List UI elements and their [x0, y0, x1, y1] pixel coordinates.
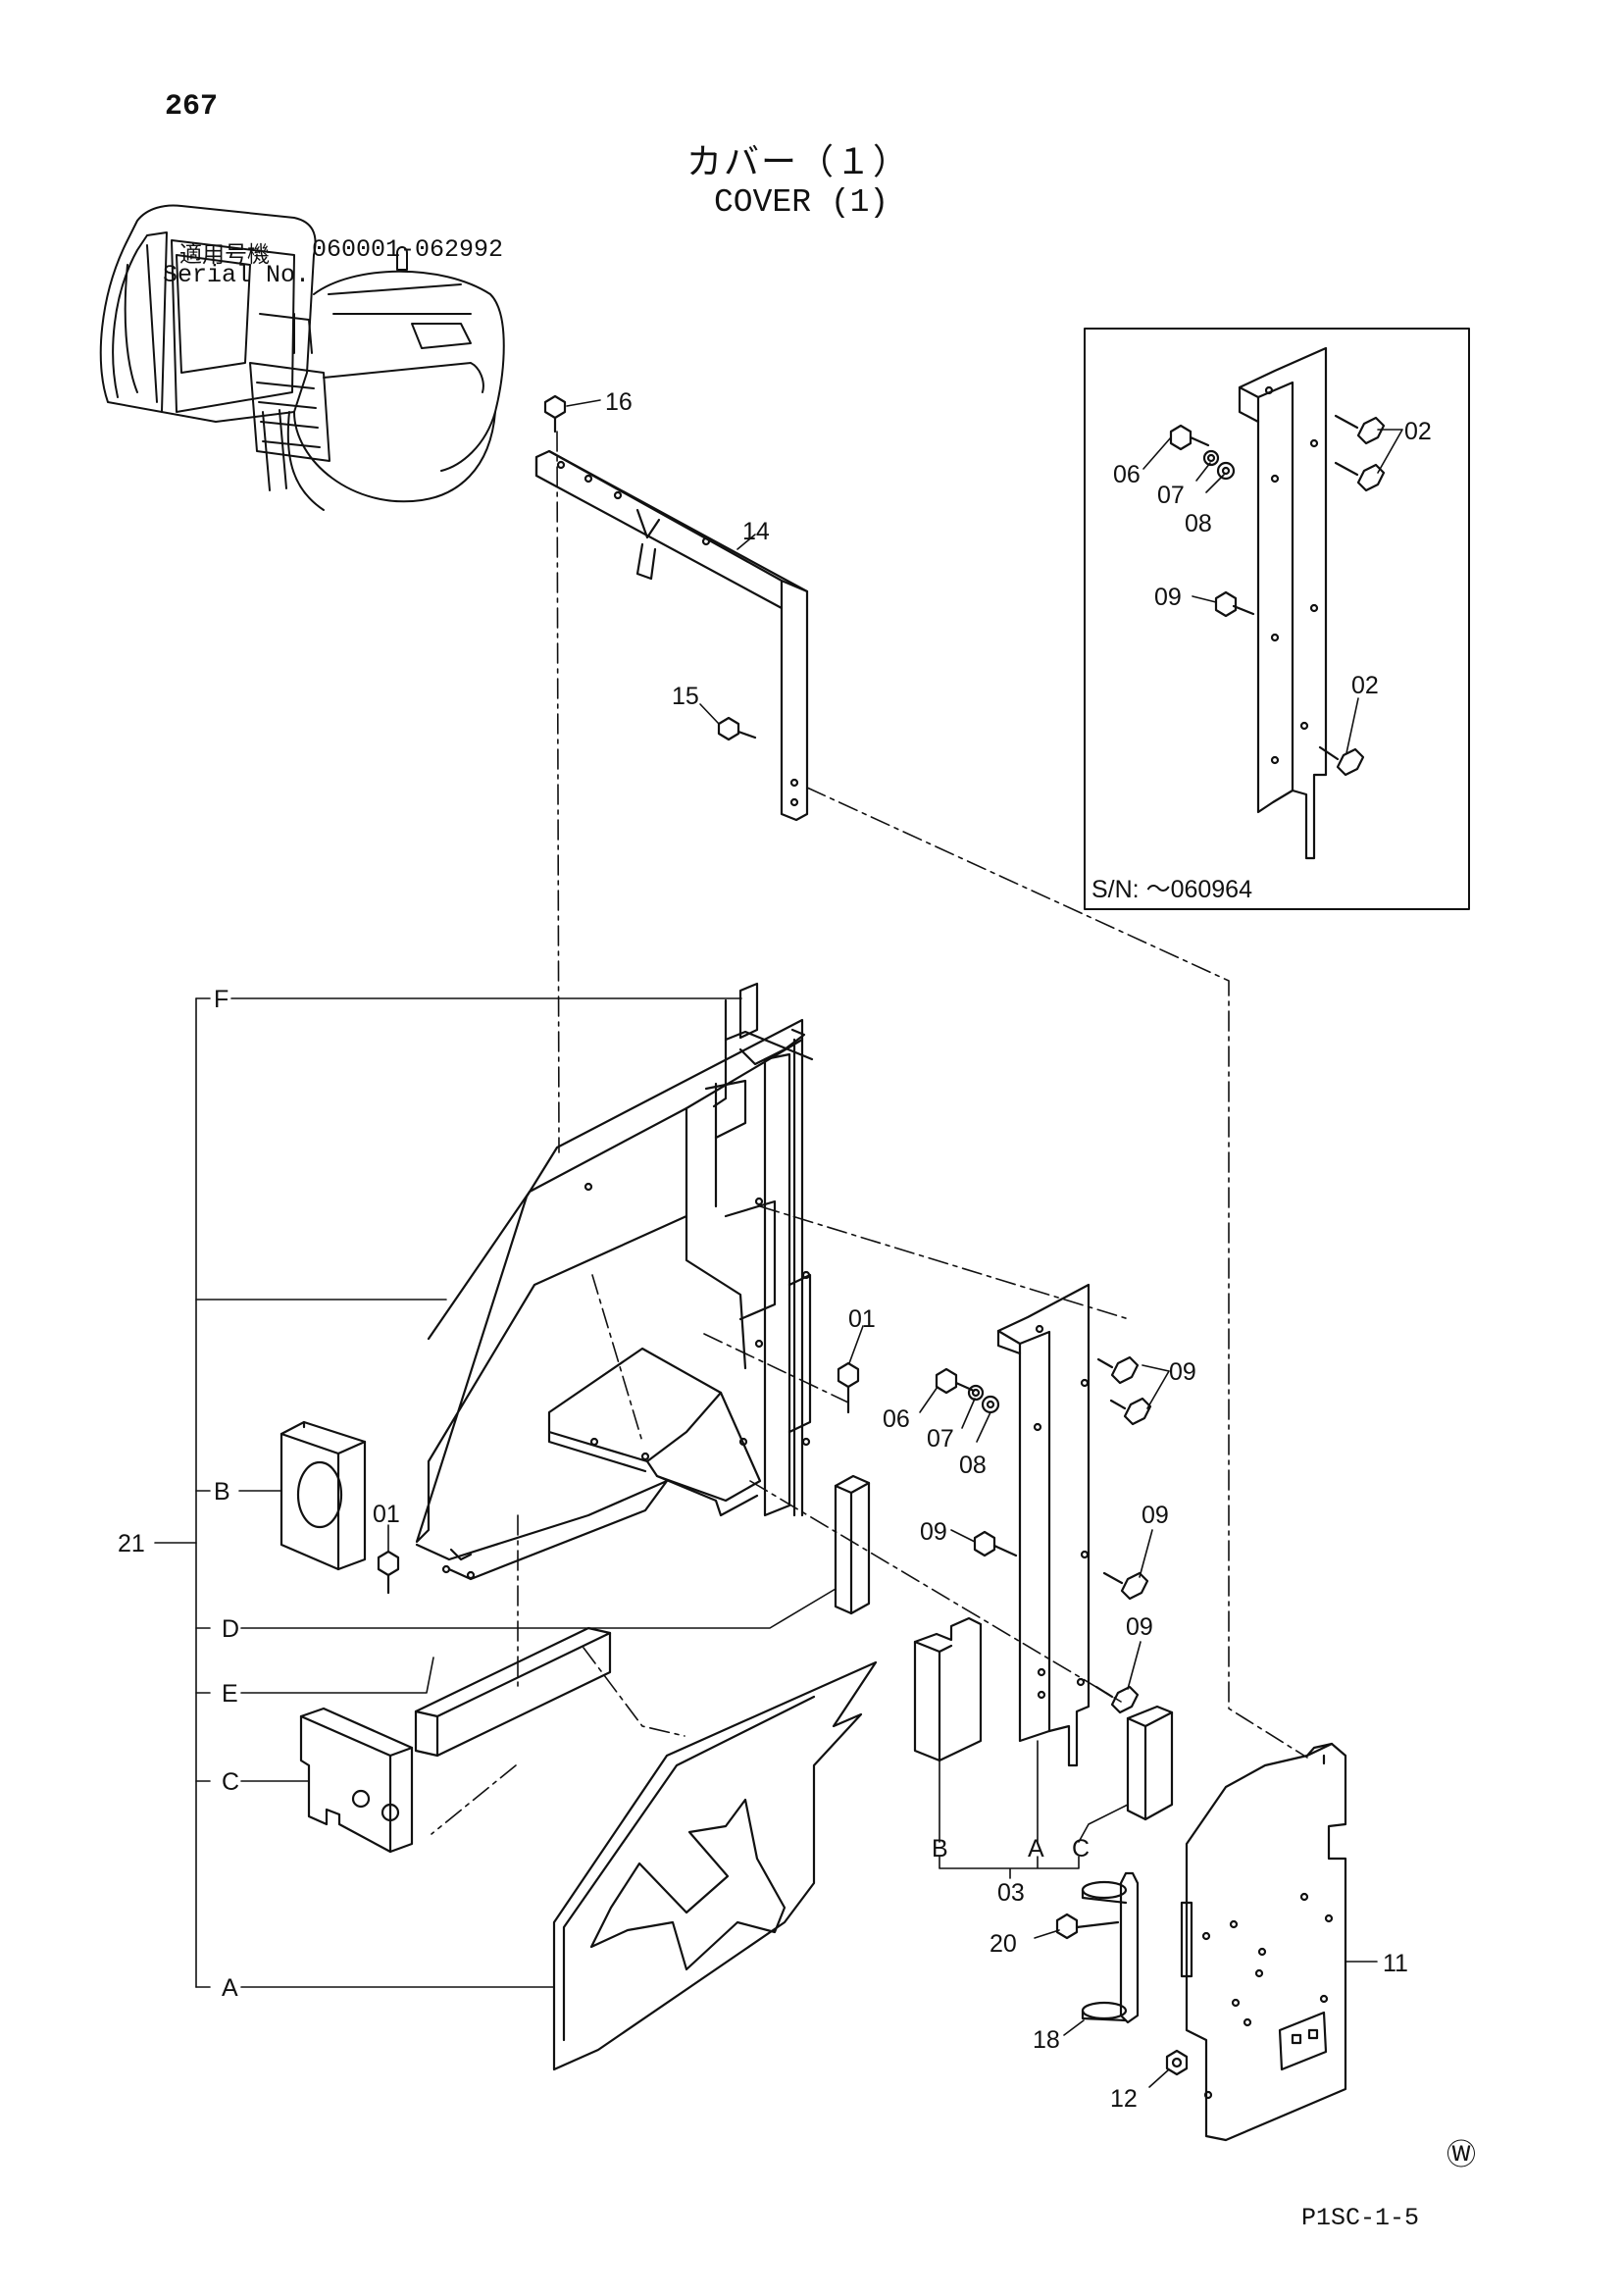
callout-18: 18	[1033, 2026, 1060, 2054]
right-cover-plate-03	[913, 1283, 1174, 1879]
callout-01-left: 01	[373, 1501, 400, 1528]
large-seal-panel-A	[552, 1660, 878, 2071]
letter-D: D	[222, 1615, 239, 1643]
callout-06: 06	[883, 1405, 910, 1433]
callout-09-bottom: 09	[1126, 1613, 1153, 1641]
inset-callout-06: 06	[1113, 461, 1141, 488]
callout-03: 03	[997, 1879, 1025, 1907]
callout-20: 20	[990, 1930, 1017, 1958]
page-title-english: COVER (1)	[714, 184, 889, 221]
letter-C-right: C	[1072, 1835, 1090, 1862]
page-title-japanese: カバー（１）	[686, 141, 911, 181]
inset-callout-02-bottom: 02	[1351, 672, 1379, 699]
inset-early-serial-variant	[1084, 328, 1470, 910]
housing-assembly	[377, 982, 864, 1595]
callout-15: 15	[672, 683, 699, 710]
inset-callout-07: 07	[1157, 482, 1185, 509]
callout-09-left: 09	[920, 1518, 947, 1546]
serial-label-japanese: 適用号機	[179, 241, 270, 267]
callout-01-right: 01	[848, 1305, 876, 1333]
figure-code: P1SC-1-5	[1301, 2204, 1419, 2232]
callout-09-top: 09	[1169, 1358, 1196, 1386]
letter-C-left: C	[222, 1768, 239, 1796]
foam-strip-D	[834, 1474, 871, 1615]
assembly-guide-lines	[431, 431, 1308, 1835]
inset-callout-02-top: 02	[1404, 418, 1432, 445]
callout-09-right: 09	[1142, 1502, 1169, 1529]
letter-B-left: B	[214, 1478, 230, 1505]
callout-08: 08	[959, 1452, 987, 1479]
machine-overview-illustration	[99, 204, 505, 511]
callout-14: 14	[742, 518, 770, 545]
seal-pad-C-left	[299, 1707, 414, 1854]
page-number: 267	[165, 90, 219, 124]
letter-F: F	[214, 986, 228, 1013]
serial-label-english: Serial No.	[163, 261, 311, 289]
letter-B-right: B	[932, 1835, 948, 1862]
letter-E: E	[222, 1680, 238, 1708]
callout-16: 16	[605, 388, 633, 416]
side-panel-11	[1034, 1742, 1378, 2142]
inset-callout-09: 09	[1154, 584, 1182, 611]
foam-strip-E	[414, 1626, 612, 1758]
upper-frame-part	[534, 394, 809, 822]
callout-12: 12	[1110, 2085, 1138, 2113]
watermark-symbol: Ⓦ	[1446, 2139, 1476, 2171]
callout-21: 21	[118, 1530, 145, 1557]
inset-serial-note: S/N: ～060964	[1091, 876, 1252, 903]
letter-A-right: A	[1028, 1835, 1044, 1862]
callout-labels: 16 14 15 02 06 07 08 09 02 S/N: ～060964 …	[118, 388, 1476, 2232]
callout-07: 07	[927, 1425, 954, 1453]
letter-A-left: A	[222, 1974, 238, 2002]
inset-callout-08: 08	[1185, 510, 1212, 537]
assembly-letter-bracket	[154, 997, 837, 1988]
callout-11: 11	[1383, 1950, 1408, 1977]
seal-pad-B-left	[279, 1420, 367, 1571]
